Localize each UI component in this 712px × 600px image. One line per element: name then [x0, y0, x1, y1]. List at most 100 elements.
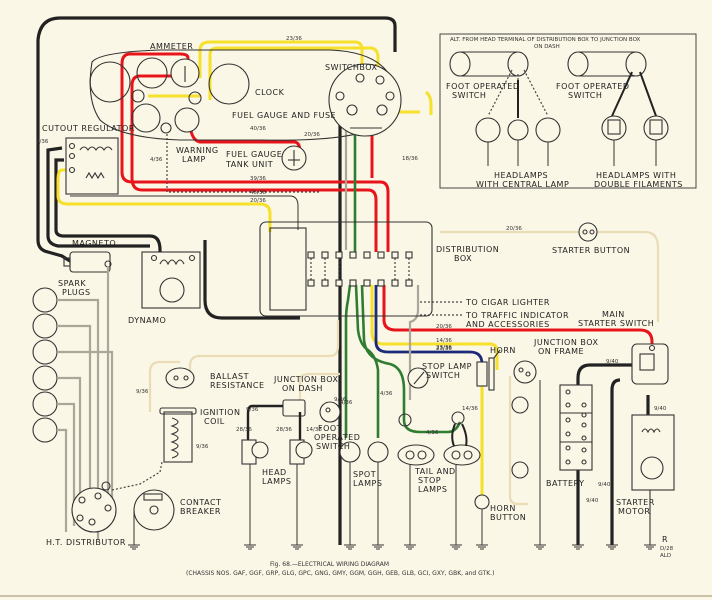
clock-gauge — [208, 63, 250, 105]
wire-red-out — [382, 285, 654, 358]
label-contact-breaker-2: BREAKER — [180, 507, 221, 516]
wire-label: 28/36 — [276, 427, 292, 433]
label-dynamo: DYNAMO — [128, 316, 166, 325]
gauge-3 — [131, 103, 161, 133]
inset-header-2: ON DASH — [534, 44, 560, 50]
wire-black-reg — [46, 146, 150, 248]
label-tail-stop-1: TAIL AND — [414, 467, 456, 476]
label-ammeter: AMMETER — [150, 42, 193, 51]
label-head-lamps-1: HEAD — [262, 468, 287, 477]
head-lamps — [241, 439, 313, 545]
wire-cream-ballast — [188, 320, 340, 378]
label-horn-button-2: BUTTON — [490, 513, 526, 522]
label-ballast-2: RESISTANCE — [210, 381, 265, 390]
wire-red-ammeter — [120, 52, 390, 252]
chassis-note: (CHASSIS NOS. GAF, GGF, GRP, GLG, GPC, G… — [186, 570, 494, 577]
label-tail-stop-2: STOP — [418, 476, 441, 485]
label-magneto: MAGNETO — [72, 239, 116, 248]
wire-label: 14/36 — [436, 338, 452, 344]
label-horn: HORN — [490, 346, 516, 355]
wire-label: 9/40 — [606, 359, 619, 365]
wire-label: 4/36 — [340, 400, 353, 406]
gauge-1 — [89, 61, 131, 103]
inset-foot-switch-right-1: FOOT OPERATED — [556, 82, 630, 91]
wire-label: 4/36 — [380, 391, 393, 397]
label-battery: BATTERY — [546, 479, 584, 488]
wire-warning — [166, 130, 320, 193]
wire-45 — [70, 195, 299, 230]
wire-label: 28/36 — [236, 427, 252, 433]
stamp-mark: R — [662, 535, 668, 544]
label-junction-frame-2: ON FRAME — [538, 347, 584, 356]
figure-caption: Fig. 68.—ELECTRICAL WIRING DIAGRAM — [270, 561, 389, 568]
inset-header-1: ALT. FROM HEAD TERMINAL OF DISTRIBUTION … — [450, 37, 641, 43]
label-fuel-tank-1: FUEL GAUGE — [226, 150, 282, 159]
spark-plugs — [32, 266, 114, 540]
main-starter-switch — [631, 343, 669, 385]
label-clock: CLOCK — [255, 88, 285, 97]
wire-yellow-out — [370, 285, 499, 370]
tail-stop-lamps — [397, 411, 481, 545]
wire-black-starter — [610, 378, 621, 545]
fuel-tank-unit — [281, 145, 307, 171]
wire-label: 45/36 — [250, 190, 266, 196]
label-distribution-box-2: BOX — [454, 254, 472, 263]
label-starter-motor-2: MOTOR — [618, 507, 650, 516]
wire-label: 9/36 — [136, 389, 149, 395]
inset-foot-switch-right-2: SWITCH — [568, 91, 602, 100]
label-distribution-box-1: DISTRIBUTION — [436, 245, 499, 254]
wire-label: 23/36 — [436, 345, 452, 351]
label-ballast-1: BALLAST — [210, 372, 249, 381]
wire-label: 18/36 — [402, 156, 418, 162]
contact-breaker — [111, 461, 175, 545]
wire-yellow-side — [425, 90, 433, 115]
wire-black-reg2 — [54, 158, 162, 260]
wire-black-battery — [576, 363, 650, 545]
label-junction-dash-1: JUNCTION BOX — [273, 375, 338, 384]
ballast-resistance — [165, 367, 195, 389]
wire-cream-frame — [508, 376, 528, 506]
label-main-starter-1: MAIN — [602, 310, 625, 319]
wire-label: 9/36 — [246, 407, 259, 413]
label-spot-lamps-2: LAMPS — [353, 479, 382, 488]
label-junction-frame-1: JUNCTION BOX — [533, 338, 598, 347]
wire-label: 9/40 — [598, 482, 611, 488]
junction-box-frame — [511, 360, 541, 545]
label-warning-lamp-2: LAMP — [182, 155, 206, 164]
label-foot-switch-2: OPERATED — [314, 433, 360, 442]
label-fuel-tank-2: TANK UNIT — [225, 160, 273, 169]
label-warning-lamp-1: WARNING — [176, 146, 219, 155]
label-stop-lamp-switch-2: SWITCH — [426, 371, 460, 380]
label-stop-lamp-switch-1: STOP LAMP — [422, 362, 472, 371]
label-horn-button-1: HORN — [490, 504, 516, 513]
wire-label: 23/36 — [436, 346, 452, 352]
wire-green-tail — [360, 284, 462, 434]
inset-foot-switch-left-1: FOOT OPERATED — [446, 82, 520, 91]
label-spark-plugs-2: PLUGS — [62, 288, 91, 297]
wire-label: 14/36 — [462, 406, 478, 412]
label-ignition-coil-1: IGNITION — [200, 408, 240, 417]
starter-motor — [631, 414, 675, 545]
wire-cream-junction — [298, 372, 340, 402]
label-traffic-indicator-2: AND ACCESSORIES — [466, 320, 550, 329]
label-starter-button: STARTER BUTTON — [552, 246, 630, 255]
inset-left-caption-1: HEADLAMPS — [494, 171, 548, 180]
label-foot-switch-1: FOOT — [318, 424, 342, 433]
starter-button — [578, 222, 598, 242]
inset-foot-switch-left-2: SWITCH — [452, 91, 486, 100]
cutout-regulator — [65, 137, 119, 195]
wire-label: 20/36 — [506, 226, 522, 232]
wire-label: 20/36 — [304, 132, 320, 138]
label-junction-dash-2: ON DASH — [282, 384, 323, 393]
label-ignition-coil-2: COIL — [204, 417, 225, 426]
wire-label: 9/40 — [654, 406, 667, 412]
wire-label: 39/36 — [250, 176, 266, 182]
wire-yellow-top2 — [208, 46, 380, 100]
wire-label: 4/36 — [426, 430, 439, 436]
wire-grey-2 — [408, 285, 420, 400]
label-ht-distributor: H.T. DISTRIBUTOR — [46, 538, 126, 547]
fuel-gauge — [174, 107, 200, 133]
distribution-box — [259, 221, 433, 317]
wire-red-ammeter2 — [130, 74, 378, 252]
dynamo — [141, 251, 201, 309]
